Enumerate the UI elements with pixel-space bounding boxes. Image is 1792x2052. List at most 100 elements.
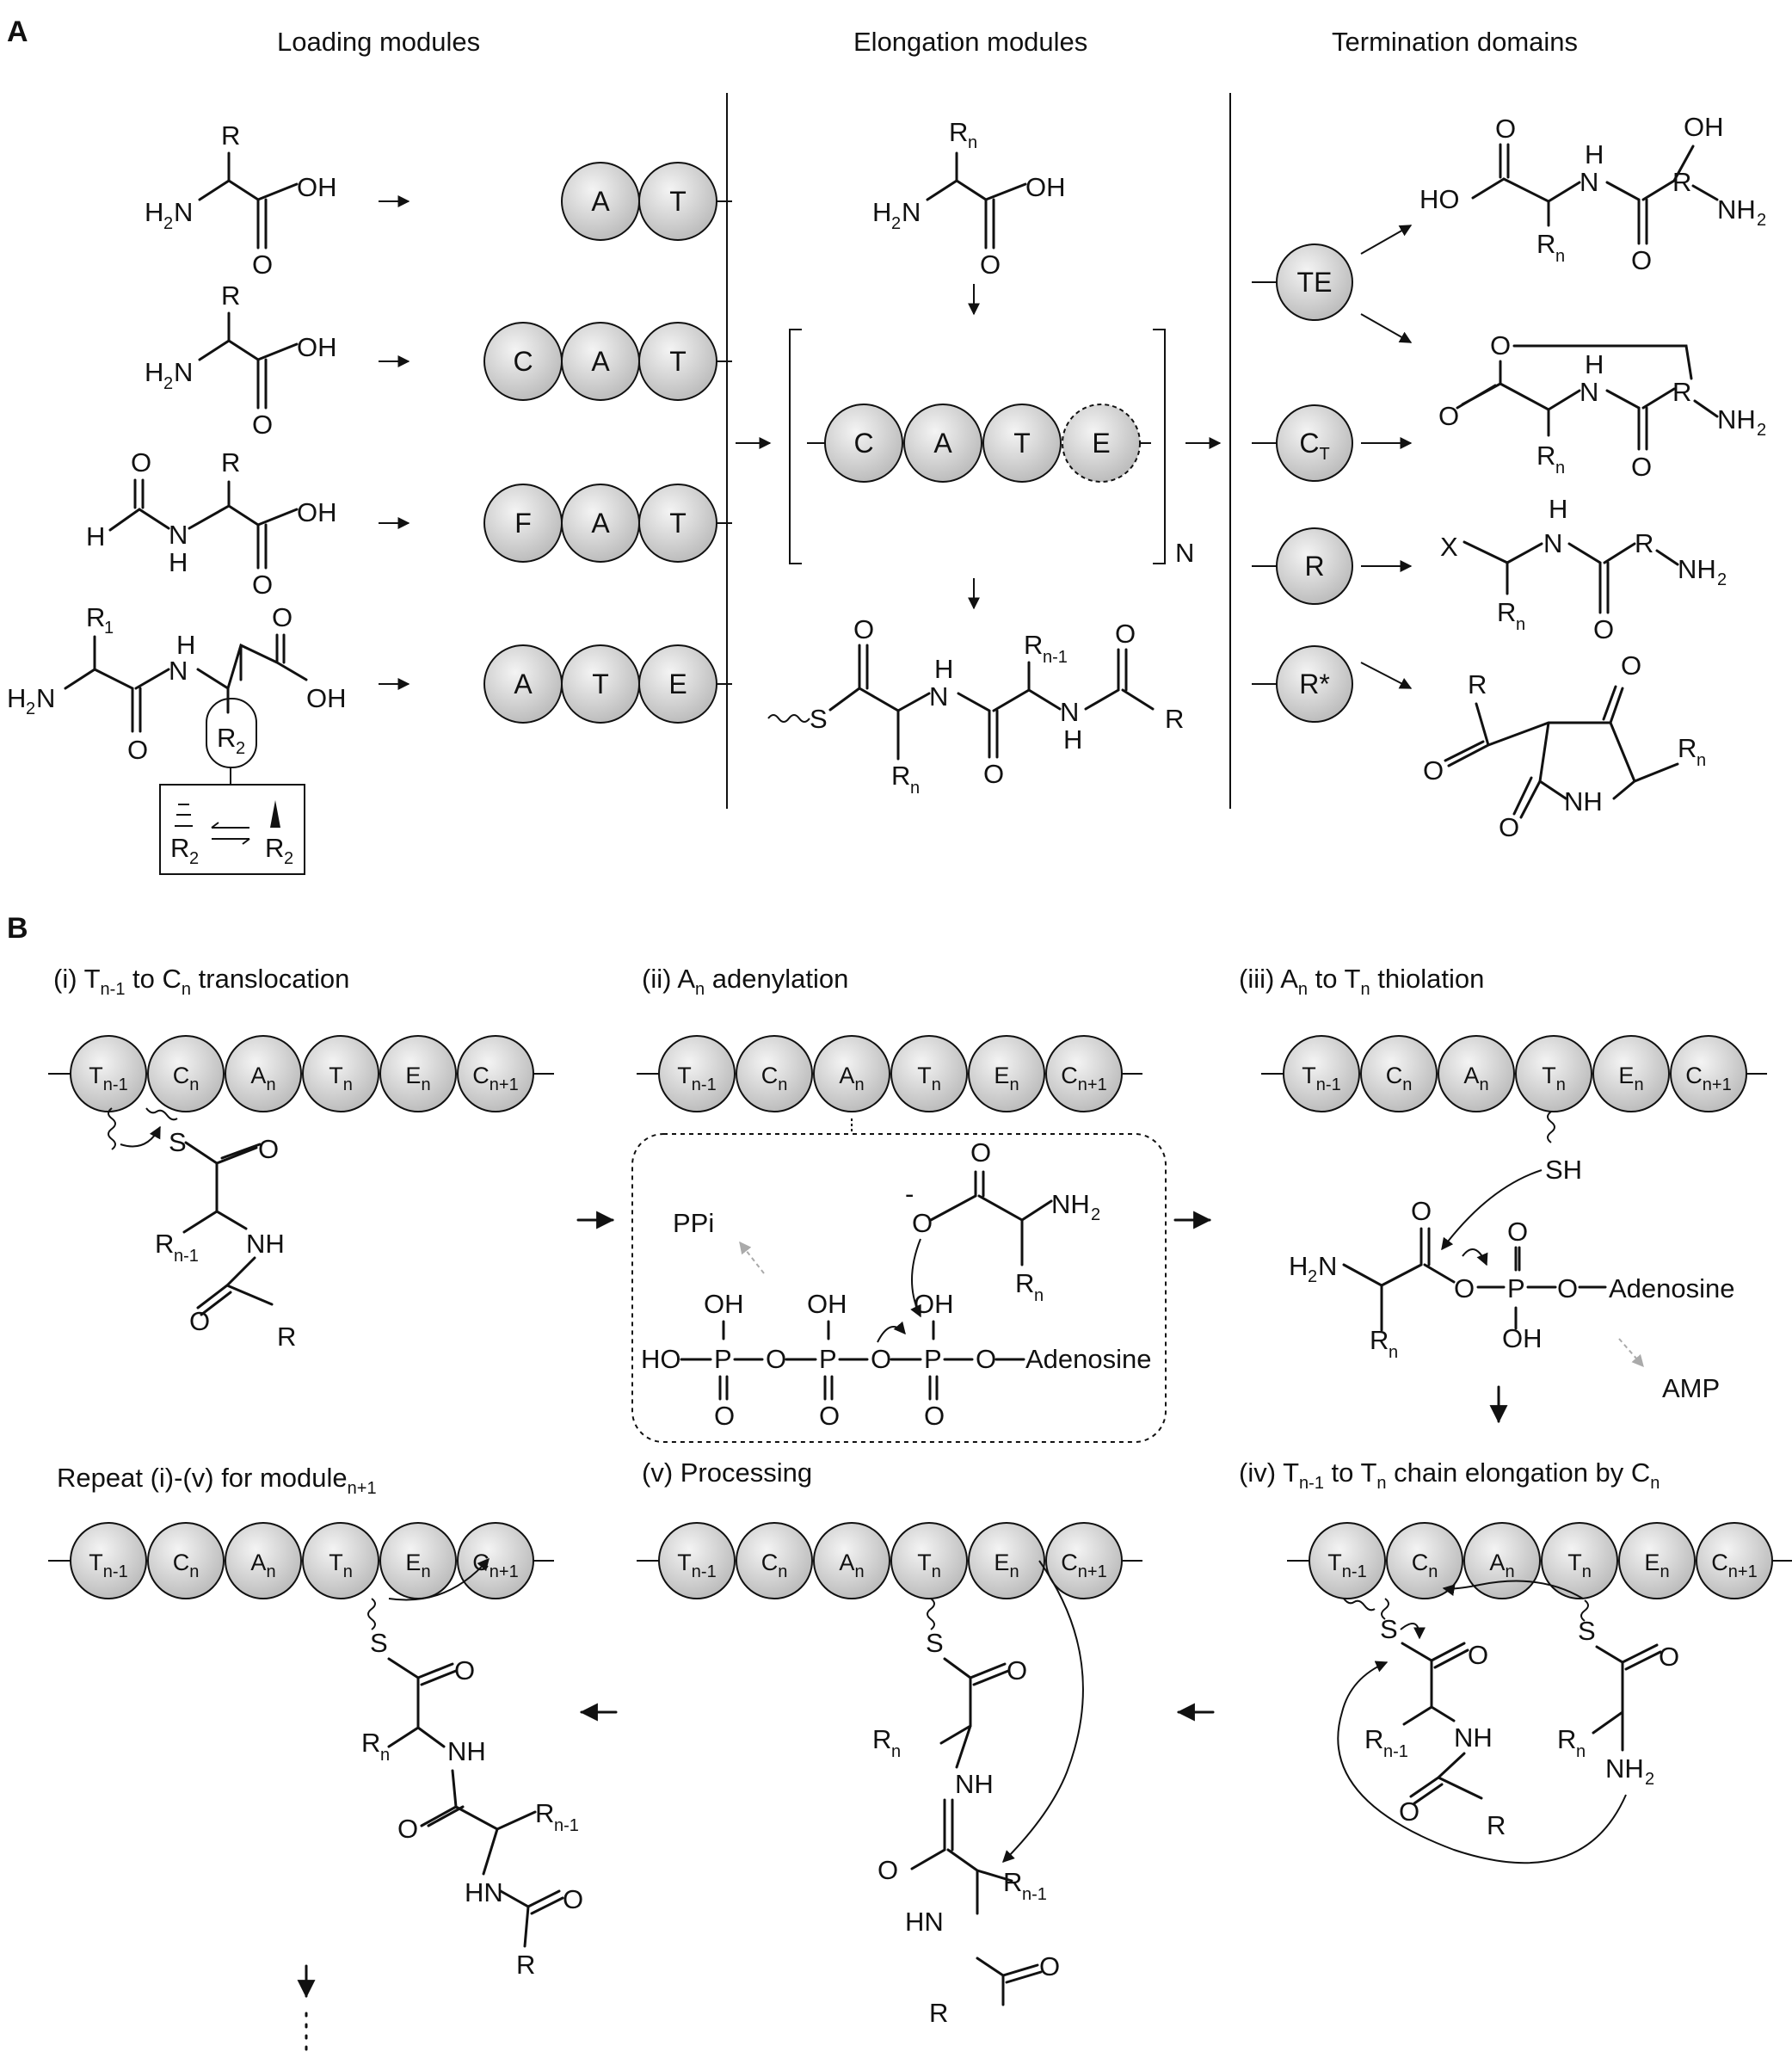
- svg-text:H: H: [176, 630, 195, 660]
- svg-text:O: O: [1557, 1273, 1578, 1303]
- svg-text:N: N: [169, 656, 188, 686]
- svg-text:Cn: Cn: [761, 1063, 788, 1094]
- svg-text:R: R: [361, 1728, 380, 1758]
- chain-3-domain-4: Tn: [1515, 1035, 1592, 1112]
- svg-text:CT: CT: [1299, 428, 1329, 464]
- svg-text:OH: OH: [1025, 172, 1066, 202]
- svg-text:OH: OH: [704, 1289, 744, 1319]
- chain-5-domain-3: An: [813, 1522, 890, 1599]
- svg-text:N: N: [902, 197, 921, 227]
- svg-text:OH: OH: [297, 497, 337, 527]
- svg-text:H: H: [1585, 139, 1604, 169]
- svg-text:OH: OH: [807, 1289, 847, 1319]
- svg-text:A: A: [591, 346, 610, 377]
- adenylation-box: [631, 1133, 1167, 1443]
- svg-text:OH: OH: [914, 1289, 954, 1319]
- chain-4-domain-5: En: [379, 1522, 457, 1599]
- chain-2-domain-6: Cn+1: [1045, 1035, 1123, 1112]
- svg-text:R: R: [1364, 1724, 1383, 1754]
- svg-text:n: n: [1697, 751, 1706, 770]
- svg-text:An: An: [1463, 1063, 1488, 1094]
- svg-text:2: 2: [236, 739, 245, 758]
- svg-text:O: O: [980, 250, 1001, 280]
- svg-text:P: P: [924, 1344, 942, 1374]
- loading-domain-4-E: E: [638, 644, 717, 724]
- svg-text:R: R: [1003, 1867, 1022, 1897]
- svg-text:T: T: [669, 346, 687, 377]
- chain-6-domain-4: Tn: [1541, 1522, 1618, 1599]
- loading-domain-4-T: T: [561, 644, 640, 724]
- svg-text:An: An: [839, 1550, 864, 1581]
- svg-text:Cn: Cn: [761, 1550, 788, 1581]
- svg-text:Tn: Tn: [917, 1063, 941, 1094]
- svg-text:1: 1: [104, 619, 114, 638]
- svg-text:C: C: [853, 428, 873, 459]
- svg-text:R: R: [949, 117, 968, 147]
- svg-text:O: O: [1499, 812, 1519, 842]
- chain-1-domain-1: Tn-1: [70, 1035, 147, 1112]
- svg-text:N: N: [169, 520, 188, 550]
- svg-text:P: P: [1507, 1273, 1525, 1303]
- chain-2-domain-1: Tn-1: [658, 1035, 736, 1112]
- svg-text:HN: HN: [465, 1877, 503, 1907]
- svg-text:Cn: Cn: [1412, 1550, 1438, 1581]
- svg-text:T: T: [1013, 428, 1031, 459]
- svg-text:2: 2: [1645, 1770, 1654, 1789]
- svg-text:O: O: [853, 614, 874, 644]
- svg-text:Tn: Tn: [329, 1550, 353, 1581]
- svg-text:O: O: [1495, 114, 1516, 144]
- svg-text:Adenosine: Adenosine: [1609, 1273, 1735, 1303]
- svg-text:A: A: [591, 186, 610, 217]
- svg-text:2: 2: [163, 214, 173, 233]
- svg-text:R: R: [1536, 229, 1555, 259]
- svg-text:O: O: [563, 1884, 583, 1914]
- chain-6-domain-3: An: [1463, 1522, 1541, 1599]
- svg-text:2: 2: [891, 214, 901, 233]
- svg-text:S: S: [169, 1127, 187, 1157]
- svg-text:R: R: [170, 833, 189, 863]
- formyl-amino-acid-structure: O R H N H OH O: [86, 447, 337, 600]
- elongation-domain-T: T: [982, 404, 1062, 483]
- loading-domain-3-A: A: [561, 484, 640, 563]
- svg-text:n-1: n-1: [1022, 1885, 1047, 1904]
- svg-text:Cn+1: Cn+1: [1061, 1550, 1106, 1581]
- svg-text:NH: NH: [955, 1769, 994, 1799]
- chain-5-domain-5: En: [968, 1522, 1045, 1599]
- svg-text:O: O: [1399, 1796, 1419, 1827]
- svg-text:R: R: [1468, 669, 1487, 699]
- svg-text:2: 2: [284, 849, 293, 868]
- svg-text:NH: NH: [1051, 1189, 1090, 1219]
- svg-text:O: O: [1007, 1655, 1027, 1685]
- loading-domain-1-T: T: [638, 162, 717, 241]
- svg-text:An: An: [1489, 1550, 1514, 1581]
- svg-text:T: T: [669, 186, 687, 217]
- svg-text:R: R: [1024, 630, 1043, 660]
- svg-text:-: -: [905, 1179, 914, 1209]
- svg-text:En: En: [994, 1550, 1019, 1581]
- svg-text:O: O: [924, 1401, 945, 1431]
- svg-text:E: E: [1092, 428, 1110, 459]
- chain-4-domain-2: Cn: [147, 1522, 225, 1599]
- repeat-count-n: N: [1175, 538, 1194, 568]
- svg-text:N: N: [929, 681, 948, 712]
- svg-text:R: R: [1672, 167, 1691, 197]
- svg-text:O: O: [714, 1401, 735, 1431]
- step-ii-title: (ii) An adenylation: [642, 964, 848, 999]
- chain-5-domain-2: Cn: [736, 1522, 813, 1599]
- svg-text:O: O: [1631, 452, 1652, 482]
- termination-domain-2: CT: [1276, 404, 1353, 482]
- svg-text:OH: OH: [1502, 1323, 1543, 1353]
- header-loading-modules: Loading modules: [277, 27, 480, 57]
- svg-text:OH: OH: [297, 332, 337, 362]
- svg-text:O: O: [1468, 1640, 1488, 1670]
- arrow-r-star: [1360, 662, 1413, 689]
